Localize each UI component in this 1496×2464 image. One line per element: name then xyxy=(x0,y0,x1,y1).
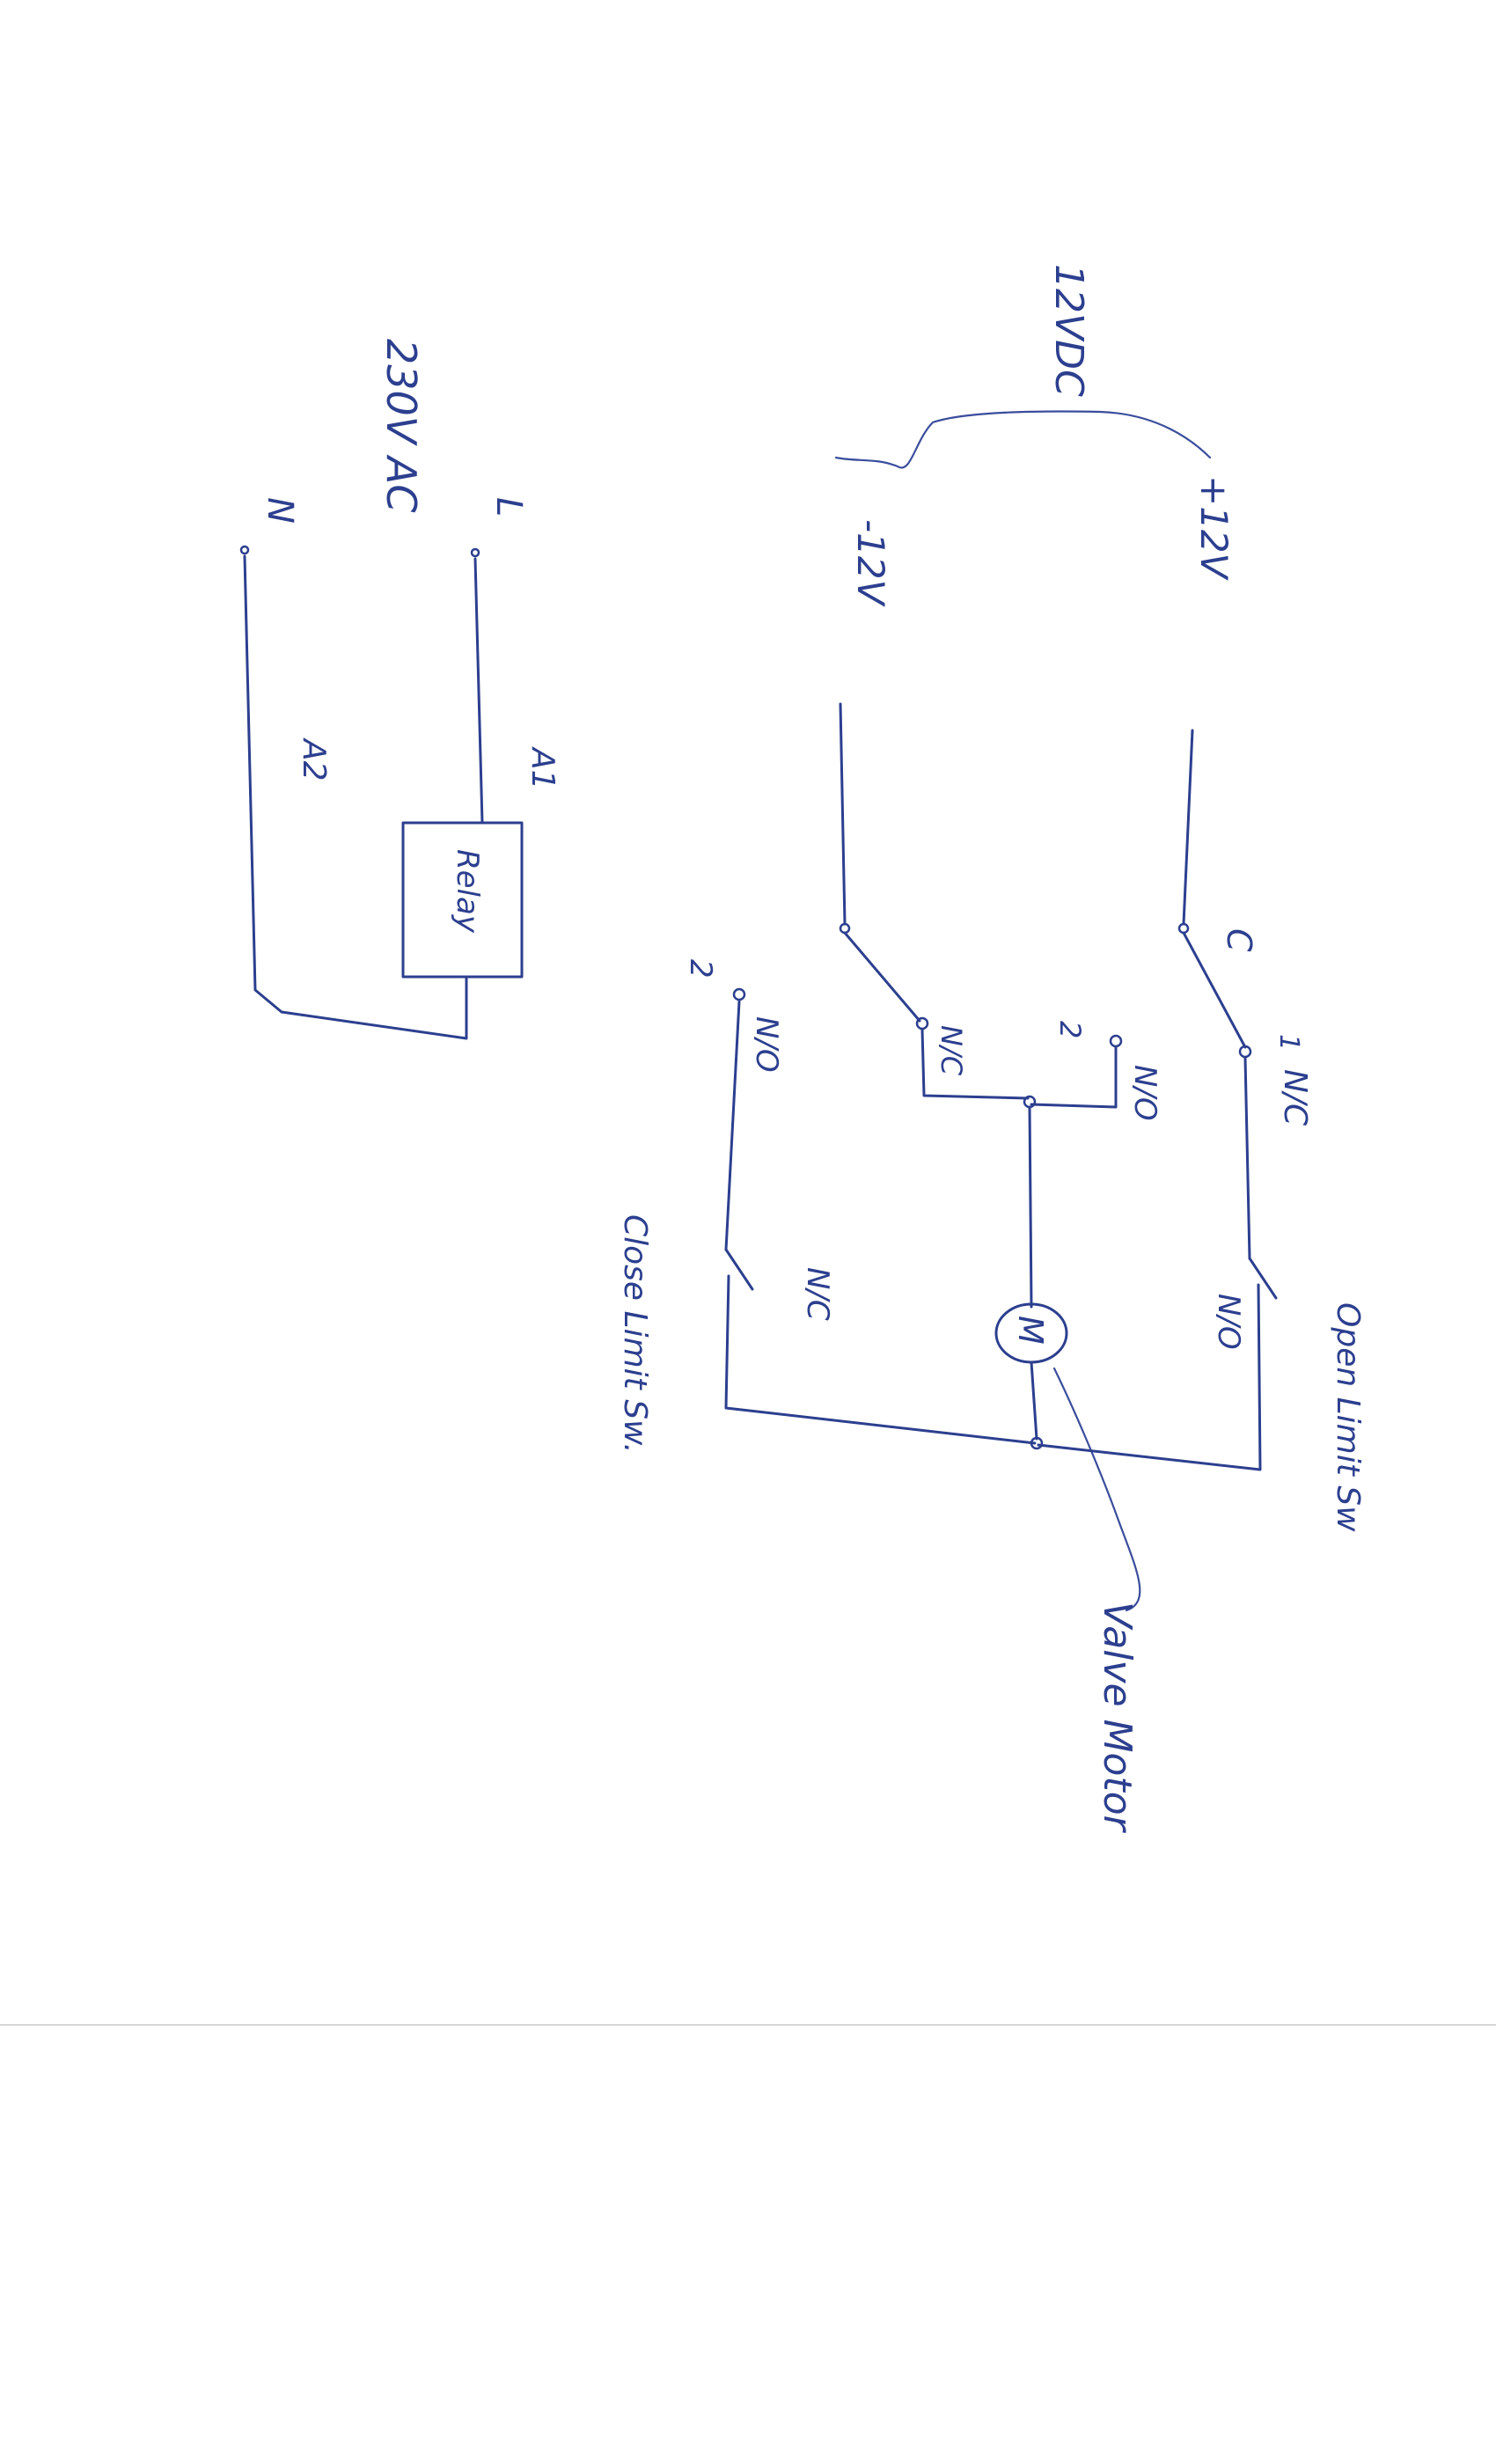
close-path-terminal xyxy=(732,987,746,1001)
neutral-wire xyxy=(243,554,468,1040)
valve-motor-pointer xyxy=(1052,1367,1141,1612)
a1-label: A1 xyxy=(524,746,561,790)
pole-2-nc-wire xyxy=(920,1028,1030,1100)
open-limit-no-label: N/O xyxy=(1211,1294,1246,1350)
ac-supply-label: 230V AC xyxy=(378,339,425,512)
open-limit-switch-contact xyxy=(1248,1257,1278,1300)
pole-2-no-terminal xyxy=(1109,1034,1123,1048)
close-limit-nc-label: N/C xyxy=(800,1267,835,1321)
line-terminal xyxy=(470,547,480,558)
a2-label: A2 xyxy=(296,737,332,781)
minus-12v-label: -12V xyxy=(849,519,892,608)
neutral-label: N xyxy=(260,497,300,524)
pole-2-nc-terminal xyxy=(915,1016,929,1030)
plus-12v-wire xyxy=(1182,729,1194,926)
neutral-terminal xyxy=(239,545,250,555)
close-path-no-label: N/O xyxy=(749,1016,784,1073)
motor-top-wire xyxy=(1028,1105,1033,1309)
open-limit-upper-wire xyxy=(1243,1056,1251,1260)
motor-label: M xyxy=(1011,1316,1050,1345)
line-label: L xyxy=(488,497,529,517)
paper-sheet xyxy=(0,0,1496,2050)
pole-2-blade xyxy=(843,931,921,1023)
open-limit-lower-wire xyxy=(1037,1283,1262,1471)
common-label: C xyxy=(1220,928,1258,952)
close-limit-lower-wire xyxy=(724,1274,1037,1445)
pole-2-common-terminal xyxy=(839,922,851,935)
minus-12v-wire xyxy=(839,702,847,926)
close-limit-switch-contact xyxy=(724,1248,754,1291)
close-limit-label: Close Limit Sw. xyxy=(617,1214,653,1454)
pole-1-nc-label: N/C xyxy=(1277,1069,1313,1126)
motor-bottom-wire xyxy=(1030,1360,1038,1441)
relay-coil-box xyxy=(401,821,524,979)
motor-top-junction xyxy=(1023,1095,1037,1109)
pole-2-label: 2 xyxy=(1053,1021,1087,1038)
relay-label: Relay xyxy=(450,849,485,934)
plus-12v-label: +12V xyxy=(1192,475,1236,582)
line-wire xyxy=(473,557,484,825)
close-limit-upper-wire xyxy=(724,1000,741,1251)
open-limit-label: Open Limit Sw xyxy=(1330,1302,1366,1532)
pole-2-lower-label: 2 xyxy=(683,959,718,979)
dc-supply-brace xyxy=(834,410,1212,469)
pole-1-label: 1 xyxy=(1273,1034,1304,1051)
valve-motor-label: Valve Motor xyxy=(1095,1602,1140,1834)
dc-supply-label: 12VDC xyxy=(1046,264,1091,397)
pole-2-no-label: N/O xyxy=(1127,1065,1162,1121)
pole-1-blade xyxy=(1182,931,1247,1049)
pole-2-nc-label: N/C xyxy=(935,1025,968,1076)
paper-edge xyxy=(0,2024,1496,2026)
pole-2-no-wire xyxy=(1030,1045,1118,1109)
